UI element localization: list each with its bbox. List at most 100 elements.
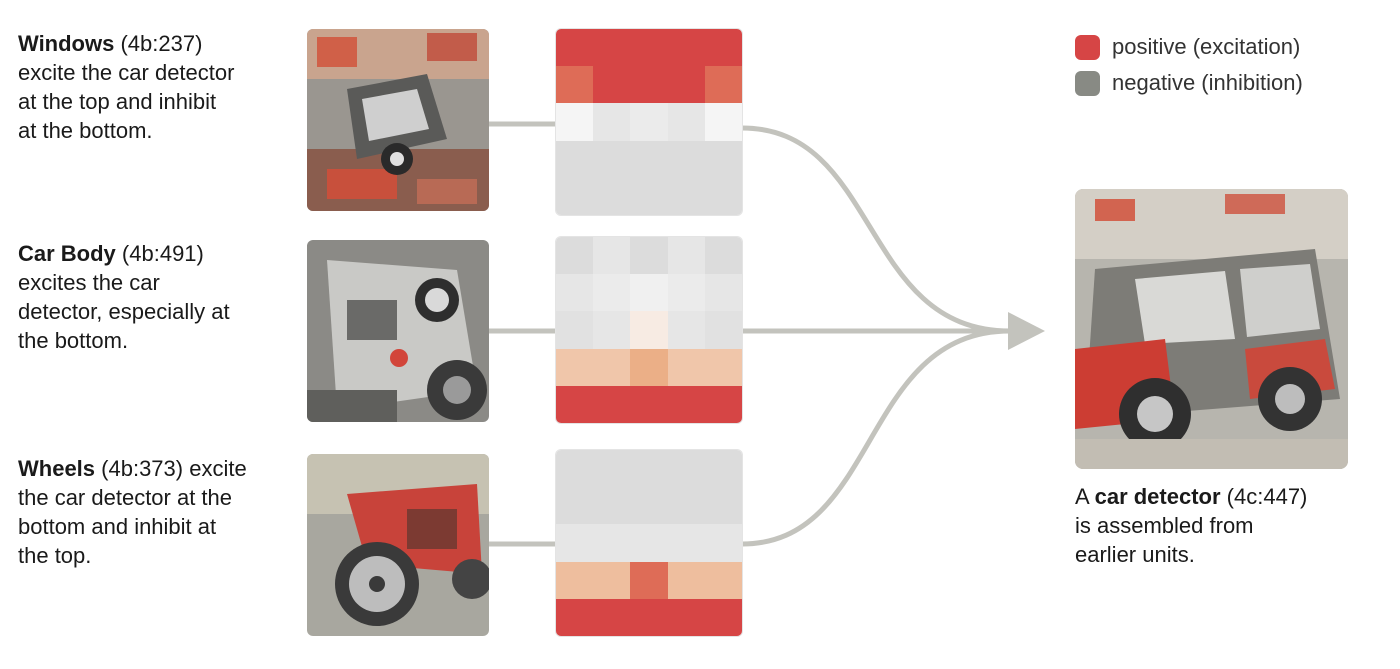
heatmap-cell — [667, 385, 705, 423]
heatmap-cell — [593, 177, 631, 215]
heatmap-cell — [704, 348, 742, 386]
heatmap-cell — [593, 348, 631, 386]
heatmap-cell — [556, 237, 594, 275]
heatmap-cell — [667, 29, 705, 67]
caption-line: the bottom. — [18, 328, 129, 353]
heatmap-cell — [667, 524, 705, 562]
heatmap-cell — [667, 450, 705, 488]
windows-feature-visualization — [307, 29, 489, 211]
heatmap-cell — [556, 450, 594, 488]
heatmap-cell — [704, 487, 742, 525]
unit-id: (4b:491) — [121, 241, 204, 266]
heatmap-cell — [556, 103, 594, 141]
heatmap-cell — [630, 450, 668, 488]
heatmap-cell — [593, 66, 631, 104]
unit-name: Car Body — [18, 241, 116, 266]
heatmap-cell — [667, 561, 705, 599]
unit-caption-car-body: Car Body (4b:491) excites the car detect… — [18, 239, 288, 355]
heatmap-cell — [593, 274, 631, 312]
caption-line: is assembled from — [1075, 513, 1254, 538]
heatmap-cell — [630, 177, 668, 215]
car-body-feature-visualization — [307, 240, 489, 422]
heatmap-cell — [667, 237, 705, 275]
heatmap-cell — [704, 66, 742, 104]
heatmap-cell — [667, 140, 705, 178]
heatmap-cell — [630, 274, 668, 312]
heatmap-cell — [593, 450, 631, 488]
legend-negative-label: negative (inhibition) — [1112, 70, 1303, 95]
heatmap-cell — [593, 29, 631, 67]
caption-prefix: A — [1075, 484, 1089, 509]
heatmap-cell — [630, 348, 668, 386]
legend-positive: positive (excitation) — [1075, 29, 1303, 65]
heatmap-cell — [630, 598, 668, 636]
heatmap-cell — [556, 140, 594, 178]
caption-line: excites the car — [18, 270, 160, 295]
caption-line: the car detector at the — [18, 485, 233, 510]
heatmap-cell — [704, 140, 742, 178]
heatmap-cell — [630, 66, 668, 104]
heatmap-cell — [593, 598, 631, 636]
heatmap-cell — [704, 524, 742, 562]
heatmap-cell — [556, 598, 594, 636]
heatmap-cell — [704, 385, 742, 423]
heatmap-cell — [556, 274, 594, 312]
caption-line: excite — [189, 456, 247, 481]
car-detector-feature-visualization — [1075, 189, 1348, 469]
heatmap-cell — [630, 487, 668, 525]
heatmap-cell — [630, 561, 668, 599]
heatmap-cell — [556, 177, 594, 215]
heatmap-cell — [593, 487, 631, 525]
heatmap-cell — [556, 348, 594, 386]
heatmap-cell — [593, 385, 631, 423]
caption-line: bottom and inhibit at — [18, 514, 217, 539]
unit-id: (4b:373) — [101, 456, 184, 481]
connector-curve — [739, 328, 1013, 547]
heatmap-cell — [556, 524, 594, 562]
heatmap-cell — [593, 311, 631, 349]
heatmap-cell — [667, 177, 705, 215]
heatmap-cell — [556, 487, 594, 525]
heatmap-cell — [667, 348, 705, 386]
heatmap-cell — [667, 103, 705, 141]
legend-positive-label: positive (excitation) — [1112, 34, 1301, 59]
heatmap-cell — [704, 177, 742, 215]
caption-line: detector, especially at — [18, 299, 230, 324]
heatmap-cell — [704, 311, 742, 349]
legend-negative: negative (inhibition) — [1075, 65, 1303, 101]
heatmap-cell — [667, 598, 705, 636]
heatmap-cell — [667, 66, 705, 104]
wheels-feature-visualization — [307, 454, 489, 636]
heatmap-cell — [704, 29, 742, 67]
heatmap-cell — [556, 66, 594, 104]
heatmap-cell — [667, 487, 705, 525]
car-detector-caption: A car detector (4c:447) is assembled fro… — [1075, 482, 1375, 569]
caption-line: excite the car detector — [18, 60, 235, 85]
unit-caption-windows: Windows (4b:237) excite the car detector… — [18, 29, 288, 145]
caption-line: the top. — [18, 543, 92, 568]
heatmap-cell — [593, 561, 631, 599]
caption-line: at the bottom. — [18, 118, 153, 143]
heatmap-cell — [704, 561, 742, 599]
heatmap-cell — [593, 237, 631, 275]
legend: positive (excitation) negative (inhibiti… — [1075, 29, 1303, 101]
heatmap-cell — [630, 237, 668, 275]
heatmap-cell — [630, 103, 668, 141]
unit-name: Windows — [18, 31, 115, 56]
heatmap-cell — [630, 311, 668, 349]
heatmap-cell — [630, 140, 668, 178]
heatmap-cell — [704, 274, 742, 312]
heatmap-cell — [667, 274, 705, 312]
heatmap-cell — [556, 385, 594, 423]
heatmap-cell — [704, 237, 742, 275]
connector-curve — [739, 125, 1013, 334]
heatmap-cell — [704, 103, 742, 141]
positive-swatch — [1075, 34, 1100, 60]
heatmap-cell — [704, 450, 742, 488]
heatmap-cell — [630, 524, 668, 562]
unit-caption-wheels: Wheels (4b:373) excite the car detector … — [18, 454, 288, 570]
heatmap-cell — [556, 29, 594, 67]
caption-line: at the top and inhibit — [18, 89, 217, 114]
detector-id: (4c:447) — [1226, 484, 1308, 509]
